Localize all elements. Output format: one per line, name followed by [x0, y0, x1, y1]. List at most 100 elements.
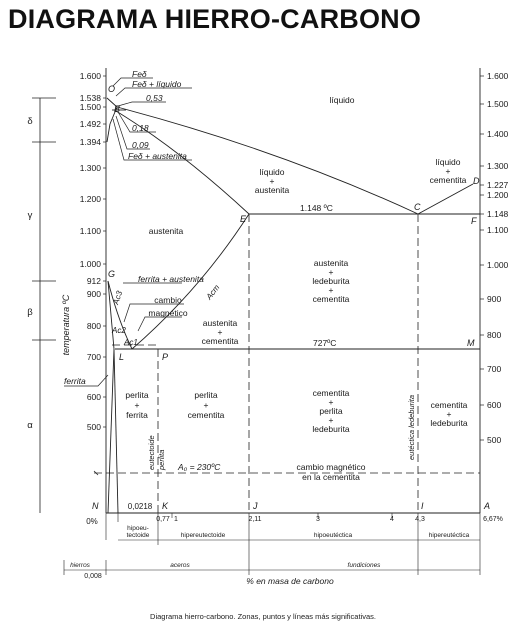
svg-text:+: + [329, 397, 334, 407]
region-liquido: líquido [329, 95, 354, 105]
tick-900: 900 [87, 289, 101, 299]
eutectoide-label: eutectoide [147, 435, 156, 470]
x-axis-label: % en masa de carbono [246, 576, 334, 586]
fe-delta-aus-label: Feδ + austenita [128, 151, 187, 161]
band-delta: δ [27, 116, 32, 127]
region-liq-austenita: líquido + austenita [255, 167, 290, 195]
c053-label: 0,53 [146, 93, 163, 103]
zone-brackets [63, 539, 480, 575]
point-a: A [483, 501, 490, 511]
tick-1600: 1.600 [80, 71, 102, 81]
rtick-1600: 1.600 [487, 71, 509, 81]
tick-1492: 1.492 [80, 119, 102, 129]
region-cem-led: cementita + ledeburita [430, 400, 468, 428]
region-austenita: austenita [149, 226, 184, 236]
phase-bands [32, 97, 56, 513]
point-l: L [119, 352, 124, 362]
ac3-label: Ac3 [111, 289, 124, 306]
xtick-4: 4 [390, 516, 394, 523]
point-labels: O B E C D F G L P N K J I A M [92, 84, 490, 511]
plot-frame [105, 68, 481, 514]
liquidus-bc [116, 106, 419, 215]
point-n: N [92, 501, 99, 511]
xtick-077: 0,77 [156, 516, 170, 523]
band-alpha: α [27, 420, 33, 431]
page-title: DIAGRAMA HIERRO-CARBONO [8, 4, 422, 34]
tick-1538: 1.538 [80, 93, 102, 103]
fer-aus-label: ferrita + austenita [138, 274, 204, 284]
point-b: B [114, 104, 120, 114]
fe-delta-liq-label: Feδ + líquido [132, 79, 182, 89]
xtick-43: 4,3 [415, 516, 425, 523]
tick-800: 800 [87, 321, 101, 331]
a0-label: A₀ = 230ºC [177, 462, 221, 472]
xtick-3: 3 [316, 516, 320, 523]
svg-text:ledeburita: ledeburita [312, 424, 350, 434]
band-beta: β [27, 307, 33, 318]
band-gamma: γ [28, 210, 33, 221]
tick-912: 912 [87, 276, 101, 286]
svg-text:+: + [329, 285, 334, 295]
svg-text:austenita: austenita [314, 258, 349, 268]
tick-1200: 1.200 [80, 194, 102, 204]
tick-700: 700 [87, 352, 101, 362]
svg-text:+: + [447, 409, 452, 419]
point-j: J [252, 501, 258, 511]
rtick-1000: 1.000 [487, 260, 509, 270]
svg-text:+: + [135, 400, 140, 410]
region-cem-perl-led: cementita + perlita + ledeburita [312, 388, 350, 434]
figure-caption: Diagrama hierro-carbono. Zonas, puntos y… [150, 612, 376, 621]
rtick-1227: 1.227 [487, 180, 509, 190]
t1148-label: 1.148 ºC [300, 203, 333, 213]
eutectica-label: eutéctica ledeburita [407, 395, 416, 460]
point-e: E [240, 214, 247, 224]
region-liq-cementita: líquido + cementita [430, 157, 467, 185]
rtick-1300: 1.300 [487, 161, 509, 171]
xtick-00218: 0,0218 [128, 502, 153, 511]
svg-text:líquido: líquido [435, 157, 460, 167]
svg-text:+: + [329, 415, 334, 425]
ac2-label: Ac2 [111, 326, 126, 335]
tick-1500: 1.500 [80, 102, 102, 112]
svg-text:cementita: cementita [313, 294, 350, 304]
rtick-1200: 1.200 [487, 190, 509, 200]
svg-text:austenita: austenita [203, 318, 238, 328]
callout-labels: Feδ Feδ + líquido 0,53 0,18 0,09 Feδ + a… [128, 69, 204, 284]
acm-line [131, 213, 250, 350]
point-m: M [467, 338, 475, 348]
point-p: P [162, 352, 168, 362]
zone-hipereutectica: hipereutéctica [429, 532, 470, 539]
svg-text:+: + [204, 400, 209, 410]
fe-delta-label: Feδ [132, 69, 147, 79]
point-k: K [162, 501, 169, 511]
svg-text:cementita: cementita [202, 336, 239, 346]
liquidus-cd [417, 183, 474, 215]
xtick-0008: 0,008 [84, 573, 102, 580]
group-aceros: aceros [170, 562, 190, 569]
svg-text:+: + [218, 327, 223, 337]
svg-text:cambio magnético: cambio magnético [297, 462, 366, 472]
svg-text:líquido: líquido [259, 167, 284, 177]
svg-text:cementita: cementita [188, 410, 225, 420]
svg-text:austenita: austenita [255, 185, 290, 195]
svg-text:cementita: cementita [430, 175, 467, 185]
group-hierros: hierros [70, 562, 91, 569]
solid-verticals [93, 470, 99, 476]
rtick-900: 900 [487, 294, 501, 304]
region-ferrita: ferrita [64, 376, 86, 386]
xtick-211: 2,11 [248, 516, 261, 523]
phase-lines [106, 97, 480, 514]
p-line [113, 348, 119, 514]
t727-label: 727ºC [313, 338, 336, 348]
xtick-0: 0% [86, 517, 98, 526]
rtick-1100: 1.100 [487, 225, 509, 235]
zone-hipoeutectica: hipoeutéctica [314, 532, 353, 539]
region-aus-led-cem: austenita + ledeburita + cementita [312, 258, 350, 304]
c018-label: 0,18 [132, 123, 149, 133]
perlita-label: perlita [157, 450, 166, 471]
ac1-label: Ac1 [123, 338, 138, 347]
xtick-1: 1 [174, 516, 178, 523]
left-ticks [103, 75, 106, 428]
phase-band-labels: δ γ β α [27, 116, 33, 431]
